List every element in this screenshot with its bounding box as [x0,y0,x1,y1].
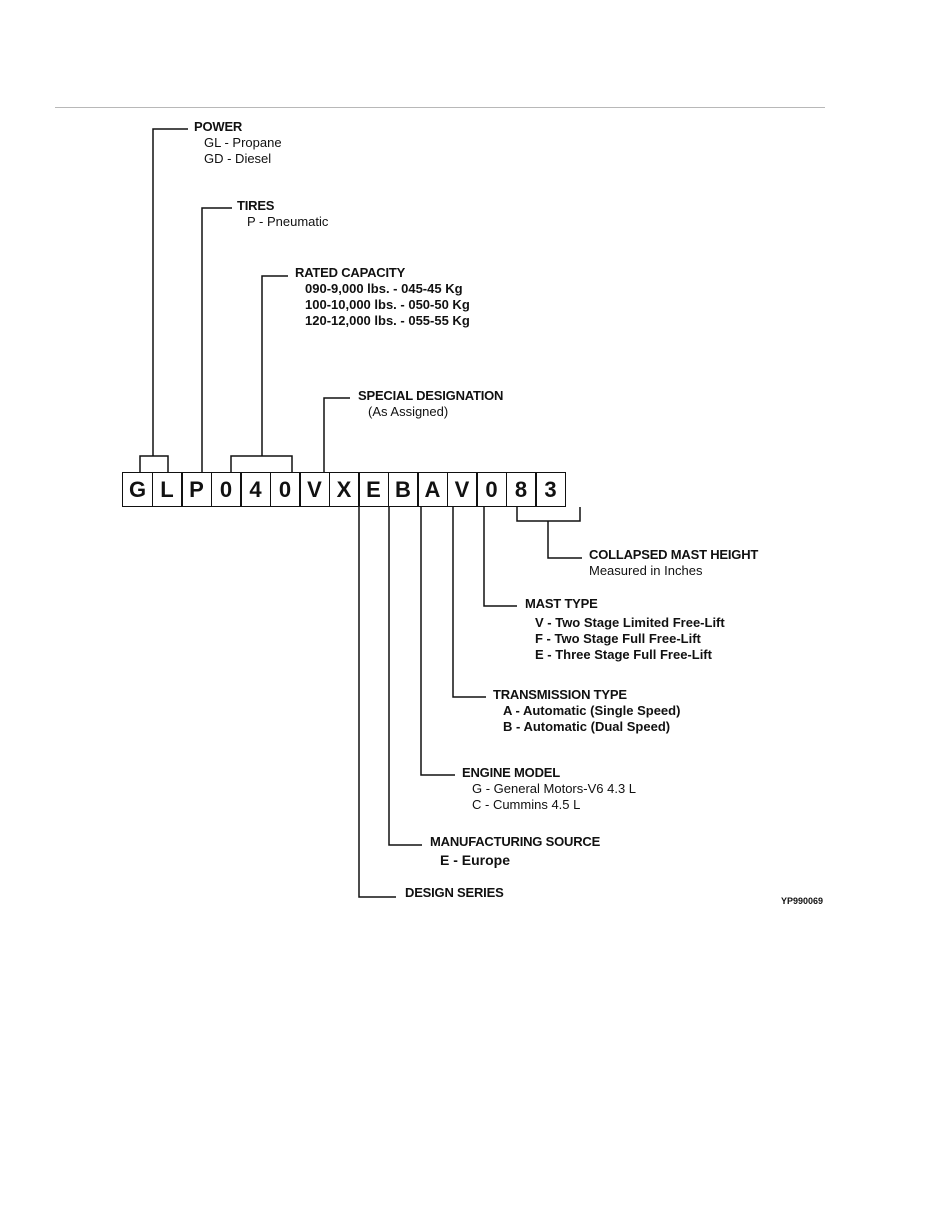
code-char: B [387,472,419,507]
mast-type-connector [483,507,517,607]
source-item: E - Europe [440,852,511,868]
mast-height-label: COLLAPSED MAST HEIGHT Measured in Inches [589,547,758,579]
code-char: V [299,472,330,507]
code-char: G [122,472,153,507]
special-title: SPECIAL DESIGNATION [358,388,504,403]
capacity-item: 100-10,000 lbs. - 050-50 Kg [305,297,470,312]
engine-item: G - General Motors-V6 4.3 L [472,781,637,796]
mast-type-item: E - Three Stage Full Free-Lift [535,647,712,662]
code-char: A [417,472,448,507]
transmission-title: TRANSMISSION TYPE [493,687,627,702]
tires-title: TIRES [237,198,275,213]
power-item: GL - Propane [204,135,282,150]
special-item: (As Assigned) [368,404,449,419]
power-connector [139,455,169,472]
mast-type-item: V - Two Stage Limited Free-Lift [535,615,725,630]
transmission-label: TRANSMISSION TYPE A - Automatic (Single … [493,687,680,735]
code-char: 0 [210,472,242,507]
mast-type-item: F - Two Stage Full Free-Lift [535,631,701,646]
code-char: 4 [240,472,271,507]
code-char: X [328,472,360,507]
code-char: P [181,472,212,507]
source-connector [388,507,422,846]
source-title: MANUFACTURING SOURCE [430,834,601,849]
engine-item: C - Cummins 4.5 L [472,797,581,812]
tires-item: P - Pneumatic [247,214,329,229]
mast-height-item: Measured in Inches [589,563,703,578]
code-char: 3 [535,472,566,507]
engine-label: ENGINE MODEL G - General Motors-V6 4.3 L… [462,765,636,813]
mast-height-connector [516,507,581,522]
code-char: 0 [269,472,301,507]
capacity-label: RATED CAPACITY 090-9,000 lbs. - 045-45 K… [295,265,470,329]
design-connector [358,507,396,898]
capacity-item: 120-12,000 lbs. - 055-55 Kg [305,313,470,328]
capacity-item: 090-9,000 lbs. - 045-45 Kg [305,281,463,296]
special-connector [323,397,350,472]
code-char: 0 [476,472,507,507]
model-code: G L P 0 4 0 V X E B A V 0 8 3 [122,472,566,507]
transmission-item: A - Automatic (Single Speed) [503,703,681,718]
power-title: POWER [194,119,243,134]
source-label: MANUFACTURING SOURCE E - Europe [430,834,600,868]
code-char: L [151,472,183,507]
transmission-item: B - Automatic (Dual Speed) [503,719,671,734]
capacity-connector [230,455,293,472]
special-label: SPECIAL DESIGNATION (As Assigned) [358,388,503,420]
capacity-title: RATED CAPACITY [295,265,406,280]
power-label: POWER GL - Propane GD - Diesel [194,119,282,167]
engine-connector [420,507,455,776]
code-char: E [358,472,389,507]
transmission-connector [452,507,486,698]
code-char: 8 [505,472,537,507]
engine-title: ENGINE MODEL [462,765,560,780]
design-title: DESIGN SERIES [405,885,504,900]
mast-height-title: COLLAPSED MAST HEIGHT [589,547,759,562]
tires-connector [201,207,232,472]
code-char: V [446,472,478,507]
mast-type-label: MAST TYPE V - Two Stage Limited Free-Lif… [525,596,725,663]
top-rule [55,107,825,108]
mast-type-title: MAST TYPE [525,596,598,611]
tires-label: TIRES P - Pneumatic [237,198,328,230]
figure-id: YP990069 [781,896,824,906]
design-label: DESIGN SERIES [405,885,504,901]
power-item: GD - Diesel [204,151,272,166]
